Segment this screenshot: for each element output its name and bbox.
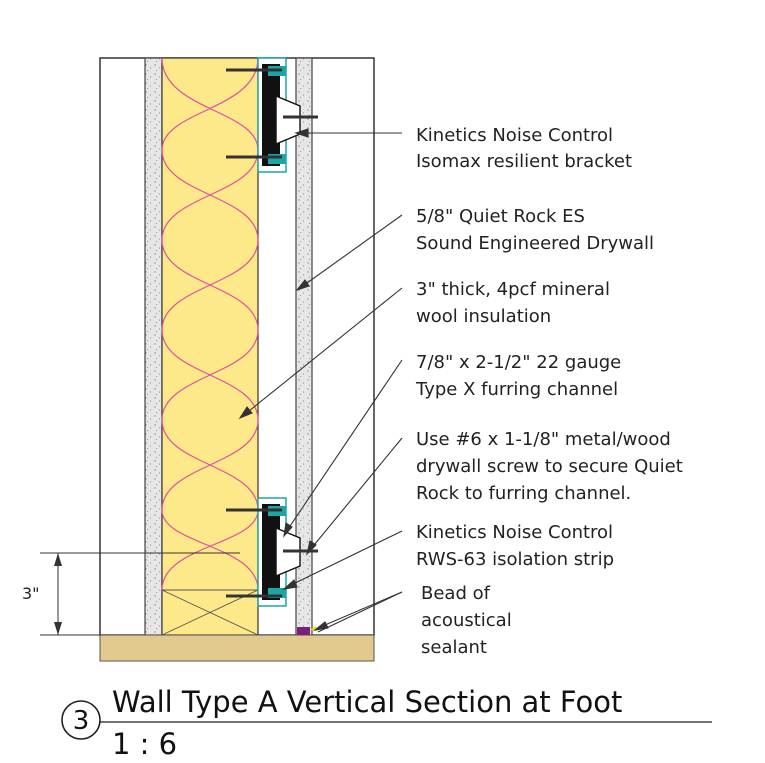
dimension-3in xyxy=(40,552,240,636)
callout-screw-line3: Rock to furring channel. xyxy=(416,483,631,504)
lower-bracket-assembly xyxy=(226,497,318,607)
callout-bracket-line1: Kinetics Noise Control xyxy=(416,125,613,146)
callout-screw-line1: Use #6 x 1-1/8" metal/wood xyxy=(416,429,671,450)
insulation-panel xyxy=(161,57,259,636)
callout-insulation-line1: 3" thick, 4pcf mineral xyxy=(416,279,610,300)
callout-insulation: 3" thick, 4pcf mineral wool insulation xyxy=(416,279,616,327)
dimension-label: 3" xyxy=(22,584,40,603)
callout-sealant-line1: Bead of xyxy=(421,583,491,604)
callout-sealant-line3: sealant xyxy=(421,637,487,658)
upper-bracket-assembly xyxy=(226,57,318,173)
left-drywall xyxy=(144,57,163,636)
callout-screw-line2: drywall screw to secure Quiet xyxy=(416,456,683,477)
callout-strip-line2: RWS-63 isolation strip xyxy=(416,549,614,570)
callout-bracket: Kinetics Noise Control Isomax resilient … xyxy=(416,125,632,172)
callout-channel-line1: 7/8" x 2-1/2" 22 gauge xyxy=(416,352,621,373)
callout-strip: Kinetics Noise Control RWS-63 isolation … xyxy=(416,522,619,570)
callout-channel: 7/8" x 2-1/2" 22 gauge Type X furring ch… xyxy=(415,352,627,400)
callout-drywall: 5/8" Quiet Rock ES Sound Engineered Dryw… xyxy=(416,206,654,254)
callout-strip-line1: Kinetics Noise Control xyxy=(416,522,613,543)
floor-slab xyxy=(99,634,375,662)
detail-number-circle xyxy=(61,700,101,740)
callout-drywall-line2: Sound Engineered Drywall xyxy=(416,233,654,254)
callout-insulation-line2: wool insulation xyxy=(416,306,551,327)
callout-bracket-line2: Isomax resilient bracket xyxy=(416,151,632,172)
sealant-bead xyxy=(297,627,310,635)
callout-drywall-line1: 5/8" Quiet Rock ES xyxy=(416,206,585,227)
section-title: Wall Type A Vertical Section at Foot xyxy=(112,685,622,719)
callout-channel-line2: Type X furring channel xyxy=(415,379,618,400)
callout-sealant-line2: acoustical xyxy=(421,610,512,631)
detail-number: 3 xyxy=(73,706,90,736)
leader-lines xyxy=(238,128,403,633)
callout-sealant: Bead of acoustical sealant xyxy=(421,583,517,658)
callout-screw: Use #6 x 1-1/8" metal/wood drywall screw… xyxy=(416,429,689,504)
section-scale: 1 : 6 xyxy=(112,727,177,761)
